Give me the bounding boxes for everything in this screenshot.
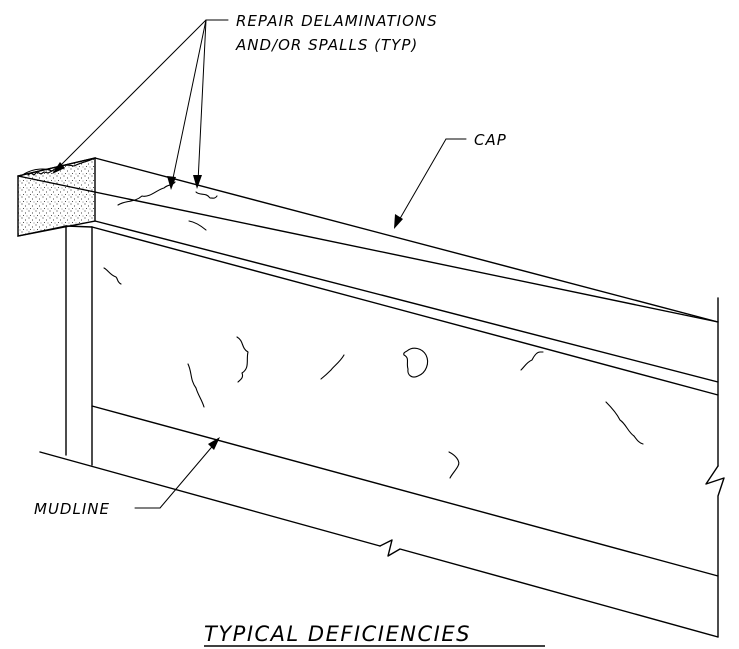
crack [103,267,122,285]
crack [117,181,176,206]
drawing-title: TYPICAL DEFICIENCIES [204,622,471,646]
deficiency-cracks [103,181,644,479]
leaders [52,19,467,509]
crack [448,451,460,479]
mudline-label: MUDLINE [34,500,110,518]
cap [17,157,719,396]
crack [187,363,205,408]
repair-label-line1: REPAIR DELAMINATIONS [236,12,438,30]
spall [403,347,429,378]
pile-structure [39,225,725,638]
crack [320,354,345,380]
crack [195,191,218,199]
cap-label: CAP [474,131,507,149]
crack [605,401,644,445]
crack [236,336,249,383]
crack [188,220,207,231]
crack [520,351,544,371]
repair-label-line2: AND/OR SPALLS (TYP) [235,36,418,54]
